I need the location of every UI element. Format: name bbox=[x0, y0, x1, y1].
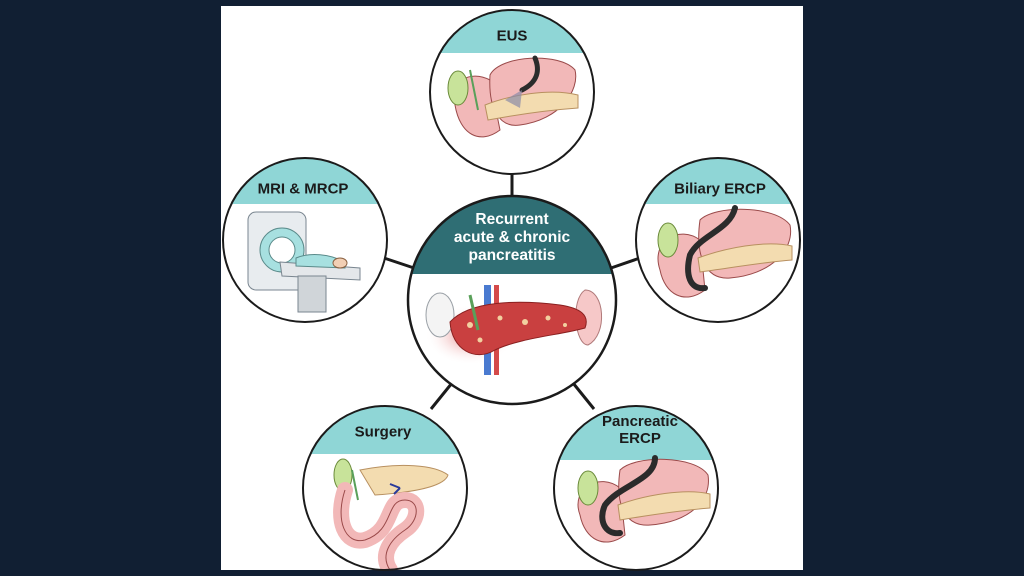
center-title-line-2: acute & chronic bbox=[453, 229, 571, 246]
eus-label-line-1: EUS bbox=[496, 27, 528, 45]
biliary-ercp-label: Biliary ERCP bbox=[674, 181, 766, 198]
mri-illustration bbox=[247, 211, 361, 313]
node-center-pancreatitis bbox=[406, 194, 618, 406]
pancreatic-label-line-2: ERCP bbox=[619, 430, 661, 447]
node-eus bbox=[429, 9, 595, 175]
biliary-label-line-1: Biliary ERCP bbox=[674, 180, 766, 198]
eus-illustration bbox=[447, 55, 579, 138]
center-title-line-3: pancreatitis bbox=[468, 247, 556, 264]
node-biliary-ercp bbox=[635, 157, 801, 323]
surgery-label: Surgery bbox=[355, 424, 412, 441]
node-pancreatic-ercp bbox=[553, 405, 719, 571]
pancreatic-label-line-1: Pancreatic bbox=[602, 413, 678, 430]
surgery-illustration bbox=[333, 458, 449, 570]
connector-lines bbox=[383, 174, 641, 410]
center-illustration bbox=[425, 285, 602, 375]
node-mri-mrcp bbox=[222, 157, 388, 323]
biliary-illustration bbox=[657, 205, 793, 298]
pancreatic-ercp-label: Pancreatic ERCP bbox=[602, 413, 678, 447]
pancreatic-illustration bbox=[577, 455, 711, 543]
eus-label: EUS bbox=[497, 28, 528, 45]
surgery-label-line-1: Surgery bbox=[354, 423, 412, 441]
center-title: Recurrent acute & chronic pancreatitis bbox=[454, 211, 570, 265]
center-title-line-1: Recurrent bbox=[475, 211, 549, 228]
mri-label-line-1: MRI & MRCP bbox=[257, 180, 349, 198]
mri-mrcp-label: MRI & MRCP bbox=[258, 181, 349, 198]
